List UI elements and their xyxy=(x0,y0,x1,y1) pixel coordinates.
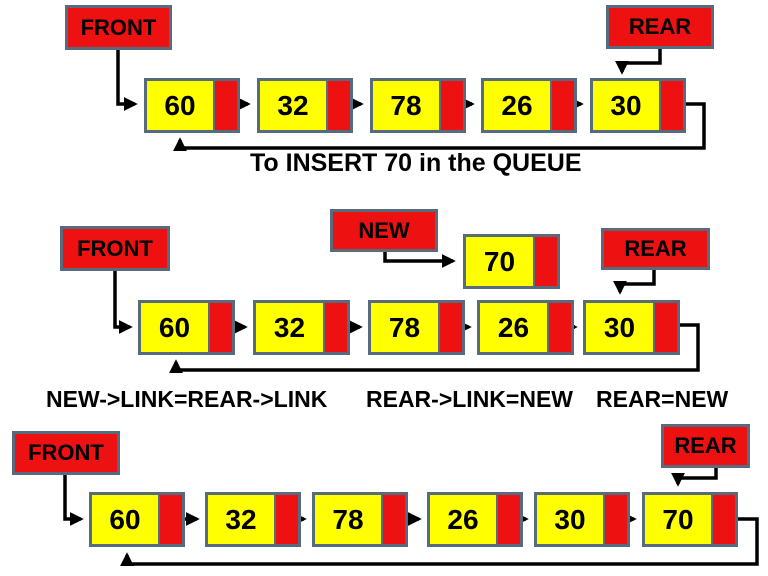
node-link-pointer xyxy=(711,495,735,544)
row3-circular-link-arrow xyxy=(120,517,759,567)
node-value: 30 xyxy=(603,311,636,343)
queue-node: 32 xyxy=(253,300,350,355)
row3-front-label-box: FRONT xyxy=(12,431,120,475)
row3-front-pointer-arrow xyxy=(63,475,84,526)
queue-node: 30 xyxy=(534,492,630,547)
row3-front-label: FRONT xyxy=(28,440,104,465)
queue-node: 32 xyxy=(205,492,301,547)
node-value: 26 xyxy=(501,89,533,121)
node-value: 30 xyxy=(554,503,586,535)
row1-front-label-box: FRONT xyxy=(65,5,172,50)
row1-rear-label: REAR xyxy=(628,14,692,39)
row1-front-pointer-arrow xyxy=(116,50,138,111)
node-link-pointer xyxy=(603,495,627,544)
queue-node: 60 xyxy=(144,78,240,133)
queue-node: 78 xyxy=(370,78,466,133)
queue-node: 78 xyxy=(312,492,408,547)
row1-front-label: FRONT xyxy=(80,14,157,40)
node-link-pointer xyxy=(659,81,683,130)
queue-node: 26 xyxy=(477,300,574,355)
node-value: 26 xyxy=(447,503,479,535)
node-link-pointer xyxy=(323,303,347,352)
node-value: 32 xyxy=(277,89,309,121)
node-link-pointer xyxy=(274,495,298,544)
row2-rear-label: REAR xyxy=(624,236,687,261)
node-value: 78 xyxy=(390,89,422,121)
node-link-pointer xyxy=(439,81,463,130)
row2-new-label: NEW xyxy=(358,217,410,243)
node-value: 32 xyxy=(273,311,306,343)
row2-rear-pointer-arrow xyxy=(613,270,656,295)
queue-node: 70 xyxy=(642,492,738,547)
node-link-pointer xyxy=(326,81,350,130)
queue-node: 32 xyxy=(257,78,353,133)
node-value: 70 xyxy=(662,503,694,535)
row2-caption-rear-link: REAR->LINK=NEW xyxy=(366,386,574,412)
row2-new-pointer-arrow xyxy=(383,252,456,268)
node-link-pointer xyxy=(550,81,574,130)
new-queue-node: 70 xyxy=(463,234,560,289)
row3-rear-label: REAR xyxy=(674,433,737,458)
row3-rear-pointer-arrow xyxy=(671,467,718,487)
node-value: 70 xyxy=(483,245,516,277)
row1-rear-pointer-arrow xyxy=(615,49,662,75)
row1-circular-link-arrow xyxy=(173,102,706,152)
node-link-pointer xyxy=(208,303,232,352)
node-value: 60 xyxy=(158,311,191,343)
node-value: 32 xyxy=(225,503,257,535)
row2-front-label-box: FRONT xyxy=(60,226,170,271)
row2-caption-rear-new: REAR=NEW xyxy=(596,386,729,412)
queue-node: 60 xyxy=(138,300,235,355)
node-link-pointer xyxy=(533,237,557,286)
node-link-pointer xyxy=(547,303,571,352)
row2-caption-new-link: NEW->LINK=REAR->LINK xyxy=(46,386,328,412)
queue-node: 26 xyxy=(481,78,577,133)
row1-caption: To INSERT 70 in the QUEUE xyxy=(250,149,582,177)
row3-rear-label-box: REAR xyxy=(661,424,750,468)
node-link-pointer xyxy=(381,495,405,544)
node-value: 60 xyxy=(109,503,141,535)
queue-node: 78 xyxy=(368,300,465,355)
node-link-pointer xyxy=(496,495,520,544)
node-link-pointer xyxy=(158,495,182,544)
row2-rear-label-box: REAR xyxy=(601,228,710,270)
node-link-pointer xyxy=(653,303,677,352)
row2-new-label-box: NEW xyxy=(330,209,438,252)
node-value: 26 xyxy=(497,311,530,343)
node-link-pointer xyxy=(438,303,462,352)
row2-circular-link-arrow xyxy=(169,323,700,374)
queue-node: 60 xyxy=(89,492,185,547)
queue-node: 30 xyxy=(590,78,686,133)
row1-rear-label-box: REAR xyxy=(606,5,714,49)
node-value: 78 xyxy=(388,311,421,343)
node-value: 30 xyxy=(610,89,642,121)
queue-node: 30 xyxy=(583,300,680,355)
queue-node: 26 xyxy=(427,492,523,547)
node-value: 60 xyxy=(164,89,196,121)
row2-front-label: FRONT xyxy=(77,235,153,261)
row2-front-pointer-arrow xyxy=(113,271,133,334)
node-value: 78 xyxy=(332,503,364,535)
node-link-pointer xyxy=(213,81,237,130)
